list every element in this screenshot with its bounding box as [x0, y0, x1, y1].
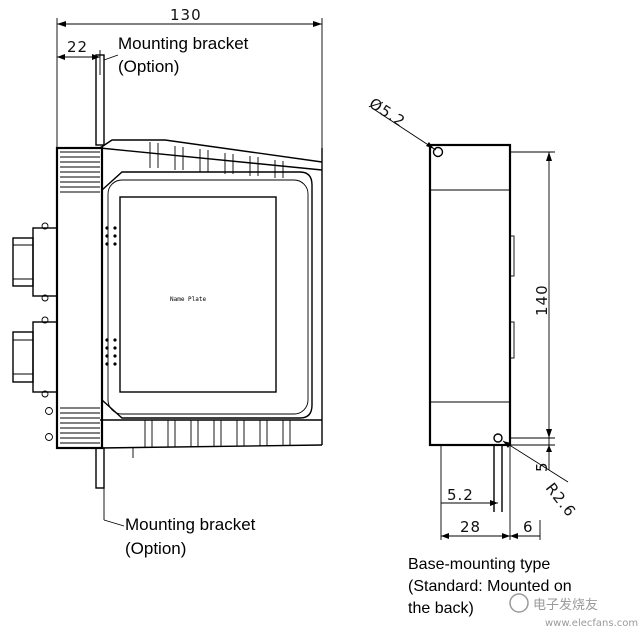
led-dots-upper: [105, 226, 117, 246]
mounting-hole-top: [432, 146, 444, 158]
bracket-top-label: Mounting bracket: [118, 34, 249, 53]
dim-depth: 28: [460, 518, 481, 536]
mounting-hole-bottom: [493, 433, 503, 443]
bracket-top-option: (Option): [118, 57, 179, 76]
note-line-3: the back): [408, 600, 474, 617]
name-plate-label: Name Plate: [170, 296, 207, 303]
bottom-mounting-bracket: [95, 447, 105, 489]
connector-lower: [12, 316, 58, 398]
name-plate: [119, 196, 277, 393]
top-fins: [149, 142, 284, 178]
screw-icon: [45, 433, 53, 441]
led-dots-lower: [105, 338, 117, 366]
front-panel: [101, 171, 313, 419]
watermark: 电子发烧友 www.elecfans.com: [509, 593, 638, 629]
dim-total-width: 130: [170, 6, 202, 24]
front-view: 130 22 Mounting bracket (Option): [12, 6, 323, 558]
dim-hole-diameter: Ø5.2: [366, 94, 409, 131]
connector-upper: [12, 222, 58, 302]
note-line-1: Base-mounting type: [408, 556, 550, 573]
left-vents-bottom: [60, 407, 100, 444]
dim-height: 140: [533, 284, 551, 316]
side-body: [428, 143, 512, 447]
side-view: Ø5.2 140 5 R2.6 5.2 28 6: [366, 94, 580, 617]
watermark-url: www.elecfans.com: [545, 618, 638, 629]
watermark-logo-icon: [509, 593, 529, 613]
bracket-bottom-label: Mounting bracket: [125, 515, 256, 534]
bracket-bottom-option: (Option): [125, 539, 186, 558]
left-vents-top: [60, 151, 100, 193]
dim-tab: 6: [523, 518, 534, 536]
bottom-fins: [144, 420, 291, 447]
dim-bottom-gap: 5: [533, 461, 551, 472]
watermark-cn: 电子发烧友: [533, 597, 598, 613]
dim-radius: R2.6: [542, 479, 580, 520]
device-body: Name Plate: [55, 139, 323, 450]
dim-hole-offset: 5.2: [447, 486, 474, 504]
note-line-2: (Standard: Mounted on: [408, 578, 572, 595]
screw-icon: [45, 407, 53, 415]
dim-bracket-offset: 22: [67, 38, 88, 56]
